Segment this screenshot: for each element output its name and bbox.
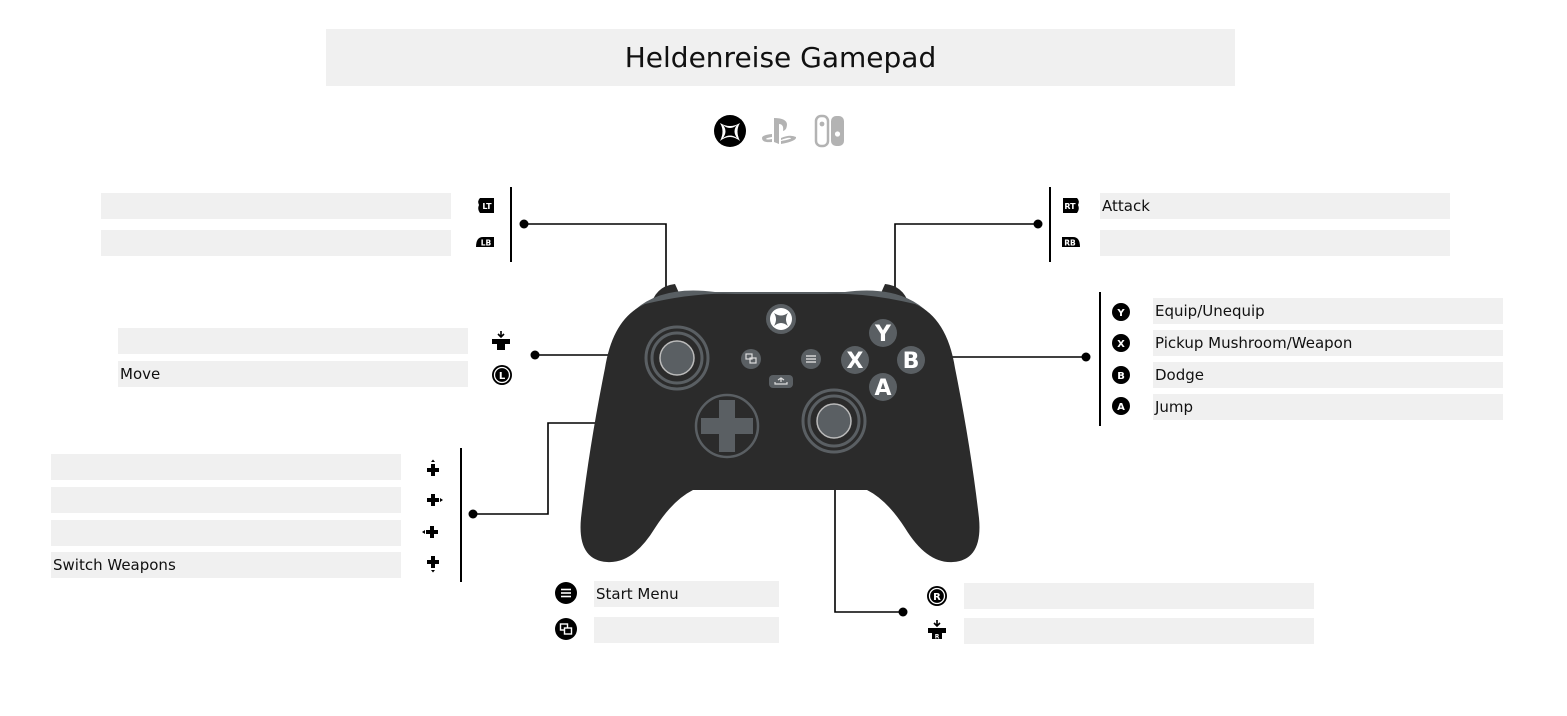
face-buttons-bracket [1099, 292, 1101, 426]
a-button-icon: A [1112, 397, 1130, 419]
view-binding-field[interactable] [594, 617, 779, 643]
dpad-right-icon [423, 491, 445, 515]
y-button-icon: Y [1112, 303, 1130, 325]
svg-text:Y: Y [1116, 308, 1125, 319]
right-stick-press-icon: R [926, 619, 948, 645]
lt-lb-bracket [510, 187, 512, 262]
controller-a-label: A [874, 376, 891, 401]
svg-text:LT: LT [482, 202, 492, 211]
dpad-up-icon [423, 459, 443, 483]
left-stick-icon: L [491, 364, 513, 390]
dpad-down-icon [423, 555, 443, 579]
rt-binding-field[interactable]: Attack [1100, 193, 1450, 219]
dpad-right-binding-field[interactable] [51, 487, 401, 513]
dpad-left-binding-field[interactable] [51, 520, 401, 546]
svg-text:A: A [1117, 402, 1125, 413]
right-stick-move-binding-field[interactable] [964, 583, 1314, 609]
lb-button-icon: LB [474, 234, 496, 254]
controller-b-label: B [903, 349, 920, 374]
svg-text:R: R [933, 592, 941, 603]
controller-illustration: Y X B A [580, 284, 980, 563]
b-binding-field[interactable]: Dodge [1153, 362, 1503, 388]
lt-button-icon: LT [476, 197, 496, 219]
xbox-icon[interactable] [713, 114, 747, 152]
x-button-icon: X [1112, 334, 1130, 356]
left-stick-press-binding-field[interactable] [118, 328, 468, 354]
right-stick-press-binding-field[interactable] [964, 618, 1314, 644]
svg-text:LB: LB [481, 239, 492, 248]
left-stick-press-icon [490, 330, 512, 356]
rt-button-icon: RT [1061, 197, 1081, 219]
view-button-icon [555, 618, 577, 644]
left-stick-move-binding-field[interactable]: Move [118, 361, 468, 387]
svg-text:RB: RB [1064, 239, 1076, 248]
svg-text:RT: RT [1064, 202, 1076, 211]
right-stick-icon: R [926, 585, 948, 611]
svg-text:B: B [1117, 371, 1125, 382]
rb-binding-field[interactable] [1100, 230, 1450, 256]
dpad-bracket [460, 448, 462, 582]
controller-x-label: X [847, 349, 864, 374]
x-binding-field[interactable]: Pickup Mushroom/Weapon [1153, 330, 1503, 356]
page-title: Heldenreise Gamepad [326, 29, 1235, 86]
switch-icon[interactable] [813, 114, 847, 152]
svg-text:L: L [499, 371, 506, 382]
controller-y-label: Y [874, 322, 892, 347]
menu-button-icon [555, 582, 577, 608]
svg-text:R: R [935, 634, 940, 641]
y-binding-field[interactable]: Equip/Unequip [1153, 298, 1503, 324]
lb-binding-field[interactable] [101, 230, 451, 256]
playstation-icon[interactable] [760, 114, 798, 152]
svg-text:X: X [1117, 339, 1125, 350]
b-button-icon: B [1112, 366, 1130, 388]
a-binding-field[interactable]: Jump [1153, 394, 1503, 420]
rt-rb-bracket [1049, 187, 1051, 262]
dpad-down-binding-field[interactable]: Switch Weapons [51, 552, 401, 578]
menu-binding-field[interactable]: Start Menu [594, 581, 779, 607]
lt-binding-field[interactable] [101, 193, 451, 219]
dpad-left-icon [420, 523, 442, 547]
rb-button-icon: RB [1060, 234, 1082, 254]
dpad-up-binding-field[interactable] [51, 454, 401, 480]
